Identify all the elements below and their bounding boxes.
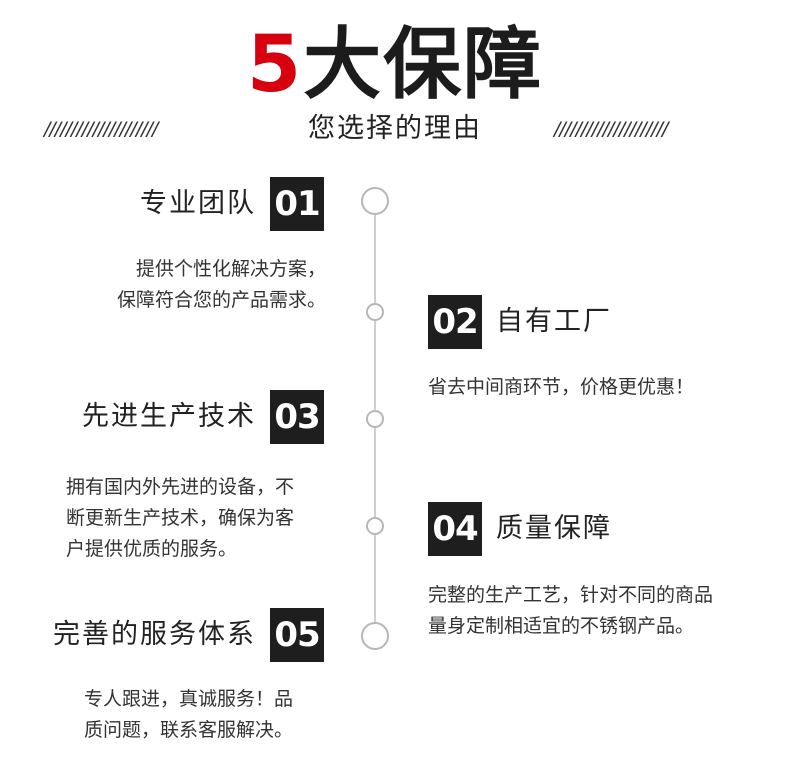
title-number: 5 [246, 20, 304, 110]
item-03-line-1: 拥有国内外先进的设备，不 [66, 476, 295, 498]
item-01-description: 提供个性化解决方案， 保障符合您的产品需求。 [40, 254, 326, 316]
page-title: 5大保障 [0, 20, 790, 110]
item-01-line-2: 保障符合您的产品需求。 [116, 289, 326, 311]
title-text: 大保障 [303, 20, 544, 110]
decorative-slashes-left: ///////////////////// [44, 118, 158, 140]
subtitle: 您选择的理由 [308, 113, 482, 144]
item-03-line-3: 户提供优质的服务。 [66, 538, 238, 560]
item-03-heading: 先进生产技术 [82, 401, 256, 432]
item-03-description: 拥有国内外先进的设备，不 断更新生产技术，确保为客 户提供优质的服务。 [66, 472, 294, 565]
timeline-dot-4 [366, 517, 384, 535]
timeline-dot-1 [361, 187, 389, 215]
item-01-heading: 专业团队 [140, 188, 256, 219]
item-04-line-1: 完整的生产工艺，针对不同的商品 [428, 584, 714, 606]
timeline-dot-5 [361, 622, 389, 650]
subtitle-row: ///////////////////// 您选择的理由 ///////////… [0, 112, 790, 148]
item-04-badge: 04 [428, 502, 482, 556]
item-05-line-1: 专人跟进，真诚服务！品 [84, 688, 294, 710]
item-01-badge: 01 [270, 177, 324, 231]
timeline-dot-3 [366, 410, 384, 428]
timeline-dot-2 [366, 303, 384, 321]
item-02-description: 省去中间商环节，价格更优惠！ [428, 372, 694, 403]
item-02-line-1: 省去中间商环节，价格更优惠！ [428, 376, 695, 398]
item-04-description: 完整的生产工艺，针对不同的商品 量身定制相适宜的不锈钢产品。 [428, 580, 713, 642]
item-01-line-1: 提供个性化解决方案， [135, 258, 326, 280]
item-05-description: 专人跟进，真诚服务！品 质问题，联系客服解决。 [84, 684, 293, 746]
item-03-line-2: 断更新生产技术，确保为客 [66, 507, 295, 529]
item-05-badge: 05 [270, 608, 324, 662]
item-02-heading: 自有工厂 [496, 306, 612, 337]
decorative-slashes-right: ///////////////////// [554, 118, 668, 140]
item-05-line-2: 质问题，联系客服解决。 [84, 719, 294, 741]
item-05-heading: 完善的服务体系 [53, 619, 256, 650]
item-03-badge: 03 [270, 390, 324, 444]
item-04-line-2: 量身定制相适宜的不锈钢产品。 [428, 615, 695, 637]
item-04-heading: 质量保障 [496, 513, 612, 544]
item-02-badge: 02 [428, 295, 482, 349]
